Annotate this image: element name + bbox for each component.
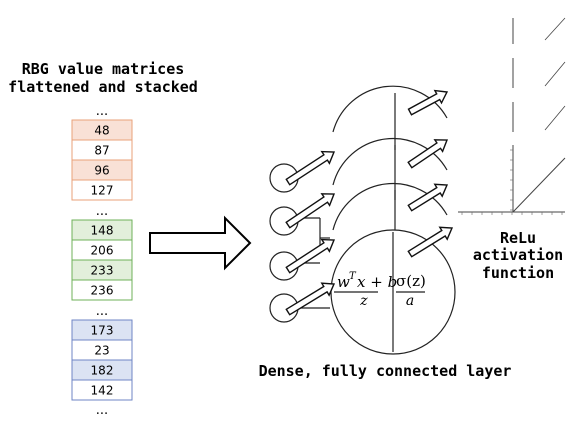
ellipsis-text: ...: [96, 104, 108, 119]
weight-arrow-icon: [407, 89, 449, 116]
input-title-line2: flattened and stacked: [8, 78, 198, 96]
formula-rest: x + b: [357, 273, 397, 291]
vector-cell-value: 87: [94, 144, 109, 158]
formula-a: a: [406, 293, 414, 309]
vector-cell-red: [71, 179, 133, 201]
formula-z: z: [359, 293, 368, 309]
vector-cell-value: 233: [91, 264, 114, 278]
vector-cell-value: 48: [94, 124, 109, 138]
relu-ticks: [461, 149, 563, 215]
vector-cell-value: 142: [91, 384, 114, 398]
weight-arrow-icon: [285, 150, 336, 186]
vector-cell-value: 182: [91, 364, 114, 378]
large-right-arrow-icon: [149, 215, 252, 271]
formula-sup-t: T: [349, 271, 357, 282]
weight-arrow-icon: [285, 193, 336, 229]
vector-cell-value: 96: [94, 164, 109, 178]
vector-cell-value: 23: [94, 344, 109, 358]
vector-cell-value: 148: [91, 224, 114, 238]
vector-cell-value: 127: [91, 184, 114, 198]
activation-line1: ReLu: [500, 229, 536, 247]
vector-cell-green: [71, 279, 133, 301]
ellipsis-text: ...: [96, 403, 108, 418]
weight-arrow-icon: [407, 226, 454, 258]
weight-arrows: [285, 89, 454, 316]
vector-cell-value: 173: [91, 324, 114, 338]
relu-curve: [512, 157, 566, 213]
weight-arrow-icon: [285, 282, 336, 316]
weight-arrow-icon: [407, 139, 449, 169]
neuron-back-3: [332, 137, 448, 186]
ellipsis-text: ...: [96, 304, 108, 319]
vector-cell-value: 236: [91, 284, 114, 298]
formula-sigma: σ(z): [396, 272, 426, 290]
layer-caption: Dense, fully connected layer: [259, 362, 512, 380]
vector-cell-value: 206: [91, 244, 114, 258]
vector-cell-blue: [71, 379, 133, 401]
activation-line2: activation: [473, 246, 563, 264]
activation-line3: function: [482, 264, 554, 282]
neuron-back-2: [332, 182, 448, 231]
weight-arrow-icon: [407, 183, 449, 212]
relu-graphs: [458, 17, 566, 213]
neuron-back-4: [332, 85, 448, 133]
weight-arrow-icon: [285, 238, 336, 274]
ellipsis-text: ...: [96, 204, 108, 219]
formula-w: w: [337, 273, 350, 291]
input-title-line1: RBG value matrices: [22, 60, 185, 78]
flattened-vector: ............ 48 87 96 127 148 206 233 236 173 23 18…: [71, 104, 133, 418]
